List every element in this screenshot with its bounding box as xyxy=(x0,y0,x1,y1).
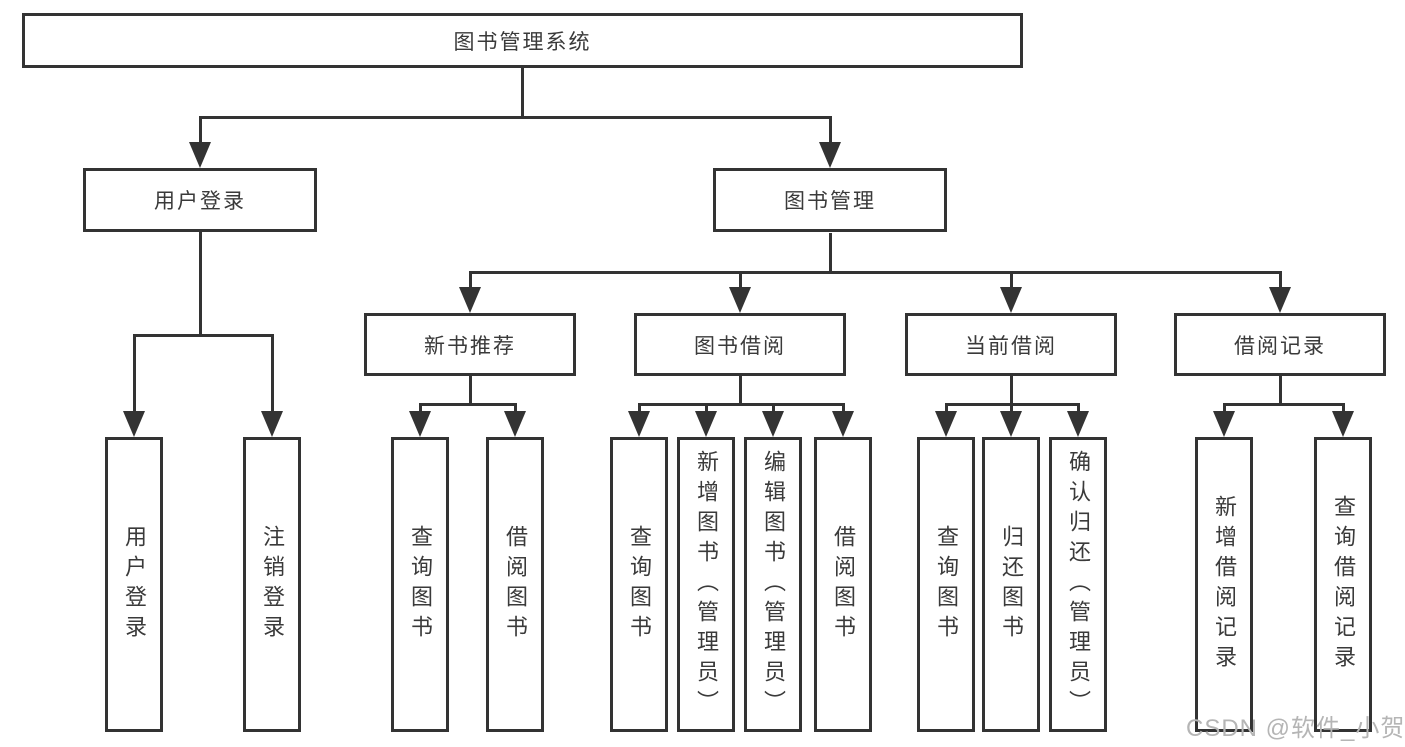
leaf-query-books-recommend: 查询图书 xyxy=(391,437,449,732)
connector-stem xyxy=(638,403,641,414)
leaf-query-books-current: 查询图书 xyxy=(917,437,975,732)
arrowhead-icon xyxy=(1332,411,1354,437)
connector-root-stem xyxy=(521,68,524,118)
leaf-add-borrow-record: 新增借阅记录 xyxy=(1195,437,1253,732)
node-new-book-recommend: 新书推荐 xyxy=(364,313,576,376)
leaf-borrow-books-borrowing: 借阅图书 xyxy=(814,437,872,732)
connector-stem xyxy=(1010,271,1013,289)
connector-stem xyxy=(271,334,274,413)
arrowhead-icon xyxy=(123,411,145,437)
connector-stem xyxy=(199,116,202,144)
arrowhead-icon xyxy=(1213,411,1235,437)
connector-stem xyxy=(739,271,742,289)
arrowhead-icon xyxy=(628,411,650,437)
leaf-query-borrow-record: 查询借阅记录 xyxy=(1314,437,1372,732)
leaf-logout-login: 注销登录 xyxy=(243,437,301,732)
node-book-borrowing: 图书借阅 xyxy=(634,313,846,376)
connector-stem xyxy=(469,271,472,289)
connector-stem xyxy=(1279,271,1282,289)
node-borrowing-records: 借阅记录 xyxy=(1174,313,1386,376)
arrowhead-icon xyxy=(695,411,717,437)
connector-stem xyxy=(1010,403,1013,414)
arrowhead-icon xyxy=(459,287,481,313)
arrowhead-icon xyxy=(1269,287,1291,313)
connector-stem xyxy=(1077,403,1080,414)
arrowhead-icon xyxy=(409,411,431,437)
connector-stem xyxy=(1342,403,1345,414)
connector-stem xyxy=(829,116,832,144)
node-book-management: 图书管理 xyxy=(713,168,947,232)
connector-stem xyxy=(705,403,708,414)
node-root: 图书管理系统 xyxy=(22,13,1023,68)
connector-records-stem xyxy=(1279,376,1282,406)
connector-recommend-stem xyxy=(469,376,472,406)
node-current-borrowing: 当前借阅 xyxy=(905,313,1117,376)
connector-stem xyxy=(133,334,136,413)
csdn-watermark: CSDN @软件_小贺同学 xyxy=(1186,715,1405,742)
connector-records-branch xyxy=(1223,403,1345,406)
arrowhead-icon xyxy=(729,287,751,313)
arrowhead-icon xyxy=(1000,411,1022,437)
leaf-borrow-books-recommend: 借阅图书 xyxy=(486,437,544,732)
connector-level2-branch xyxy=(199,116,832,119)
arrowhead-icon xyxy=(1000,287,1022,313)
arrowhead-icon xyxy=(762,411,784,437)
leaf-edit-book-admin: 编辑图书（管理员） xyxy=(744,437,802,732)
leaf-confirm-return-admin: 确认归还（管理员） xyxy=(1049,437,1107,732)
leaf-add-book-admin: 新增图书（管理员） xyxy=(677,437,735,732)
connector-borrowing-branch xyxy=(638,403,845,406)
connector-borrowing-stem xyxy=(739,376,742,406)
arrowhead-icon xyxy=(935,411,957,437)
connector-current-stem xyxy=(1010,376,1013,406)
connector-stem xyxy=(1223,403,1226,414)
arrowhead-icon xyxy=(1067,411,1089,437)
arrowhead-icon xyxy=(261,411,283,437)
connector-stem xyxy=(772,403,775,414)
leaf-return-book: 归还图书 xyxy=(982,437,1040,732)
connector-userlogin-stem xyxy=(199,232,202,336)
connector-stem xyxy=(945,403,948,414)
connector-stem xyxy=(419,403,422,414)
arrowhead-icon xyxy=(504,411,526,437)
connector-userlogin-branch xyxy=(133,334,274,337)
leaf-query-books-borrowing: 查询图书 xyxy=(610,437,668,732)
node-user-login: 用户登录 xyxy=(83,168,317,232)
connector-stem xyxy=(514,403,517,414)
arrowhead-icon xyxy=(832,411,854,437)
connector-bookmgmt-stem xyxy=(829,233,832,274)
connector-recommend-branch xyxy=(419,403,517,406)
arrowhead-icon xyxy=(189,142,211,168)
connector-stem xyxy=(842,403,845,414)
arrowhead-icon xyxy=(819,142,841,168)
leaf-user-login: 用户登录 xyxy=(105,437,163,732)
connector-level3-branch xyxy=(469,271,1282,274)
